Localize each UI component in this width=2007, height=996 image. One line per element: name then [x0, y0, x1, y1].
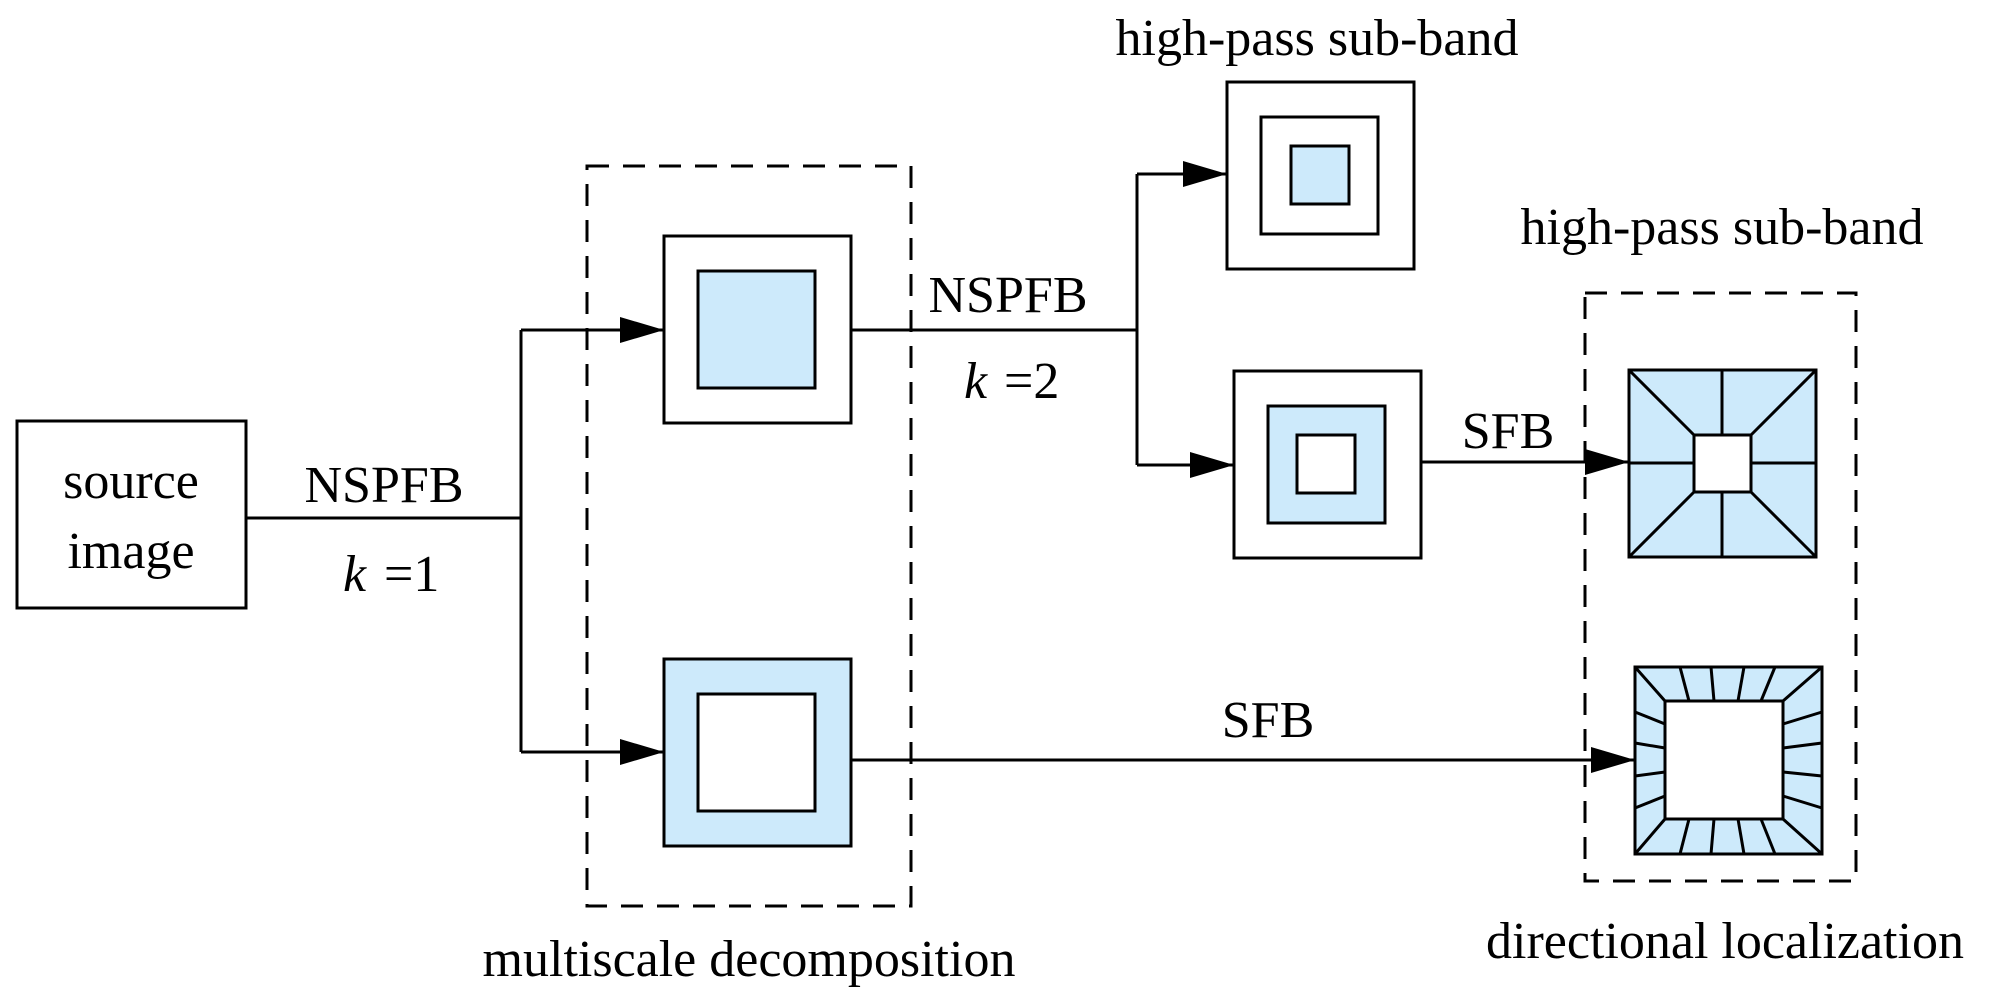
directional-caption: directional localization	[1486, 913, 1964, 970]
k-label-1: k	[343, 546, 367, 603]
directional-block-top	[1627, 368, 1818, 559]
nspfb-label-1: NSPFB	[305, 457, 464, 514]
nspfb-label-2: NSPFB	[929, 267, 1088, 324]
k-value-1: =1	[384, 546, 439, 603]
subband-mid-inner	[1295, 433, 1357, 495]
k-label-2: k	[964, 353, 988, 410]
directional-block-bottom	[1633, 665, 1824, 856]
sfb-label-top: SFB	[1462, 403, 1555, 460]
source-label-line2: image	[67, 523, 194, 580]
directional-group-box	[1583, 291, 1858, 883]
source-image-box	[15, 419, 248, 610]
multiscale-caption: multiscale decomposition	[483, 931, 1016, 988]
highpass-label-top: high-pass sub-band	[1116, 10, 1519, 67]
multiscale-group-box	[585, 164, 913, 908]
highpass-label-right: high-pass sub-band	[1521, 199, 1924, 256]
level1-high-inner	[696, 269, 817, 390]
source-label-line1: source	[63, 453, 199, 510]
level1-low-inner	[696, 692, 817, 813]
sfb-label-bottom: SFB	[1222, 692, 1315, 749]
k-value-2: =2	[1004, 353, 1059, 410]
highpass-top-inner	[1289, 144, 1351, 206]
